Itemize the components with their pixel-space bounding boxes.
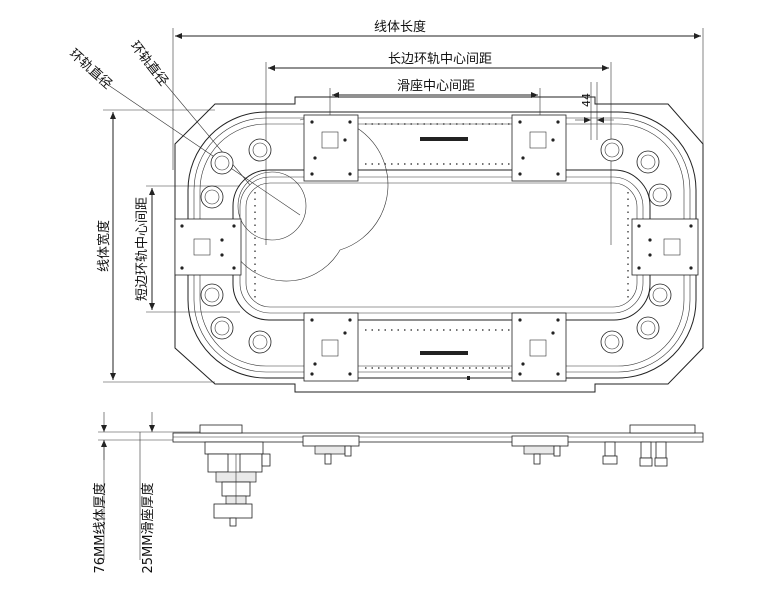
slider-right (631, 218, 699, 276)
slider-top-left (303, 114, 359, 182)
slider-bottom-right (511, 312, 567, 382)
roller-group-right (600, 138, 672, 354)
slider-top-right (511, 114, 567, 182)
line-width-label: 线体宽度 (96, 220, 112, 272)
slider-bottom-left (303, 312, 359, 382)
long-side-center-label: 长边环轨中心间距 (388, 52, 492, 67)
roller-group-left (200, 138, 272, 354)
ring-diameter-label-1: 环轨直径 (66, 46, 115, 92)
side-view (172, 424, 704, 527)
dim-44-label: 44 (580, 93, 593, 107)
dim-line-width: 线体宽度 (96, 109, 215, 383)
dim-short-side-center: 短边环轨中心间距 (135, 185, 240, 313)
slider-left (174, 218, 242, 276)
slider-thickness-label: 25MM滑座厚度 (140, 483, 156, 574)
dim-thickness: 76MM线体厚度 25MM滑座厚度 (92, 412, 215, 573)
plan-view (174, 96, 704, 393)
line-length-label: 线体长度 (374, 19, 426, 35)
ring-diameter-label-2: 环轨直径 (127, 39, 171, 89)
slider-center-label: 滑座中心间距 (397, 79, 475, 94)
short-side-center-label: 短边环轨中心间距 (135, 197, 150, 301)
dim-line-length: 线体长度 (172, 19, 704, 240)
dim-44: 44 (575, 82, 614, 140)
line-thickness-label: 76MM线体厚度 (92, 483, 108, 574)
